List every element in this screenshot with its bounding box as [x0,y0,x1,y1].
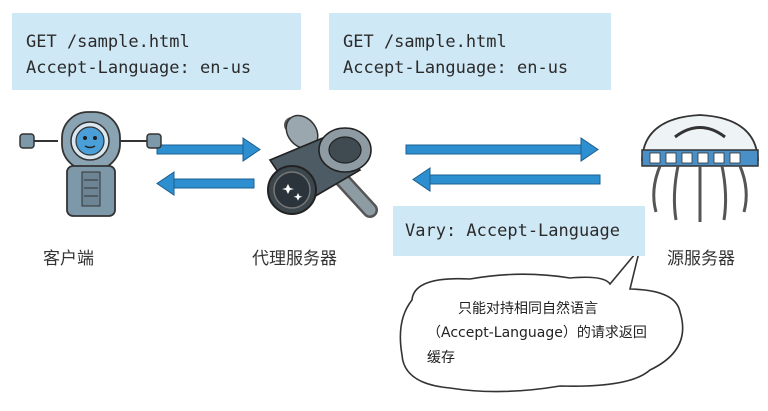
arrow-proxy-to-origin [405,137,599,162]
bubble-text-line-3: 缓存 [427,350,455,366]
vary-response-box: Vary: Accept-Language [393,206,645,256]
client-label: 客户端 [43,249,94,269]
proxy-request-header: Accept-Language: en-us [343,58,569,78]
origin-label: 源服务器 [667,249,735,269]
arrow-origin-to-proxy [412,167,601,192]
vary-header: Vary: Accept-Language [405,221,620,241]
client-request-line: GET /sample.html [26,32,190,52]
proxy-label: 代理服务器 [252,249,337,269]
arrow-proxy-to-client [156,171,255,196]
arrow-client-to-proxy [156,137,261,162]
proxy-request-box: GET /sample.html Accept-Language: en-us [329,13,611,90]
proxy-request-line: GET /sample.html [343,32,507,52]
client-request-header: Accept-Language: en-us [26,58,252,78]
speech-bubble [399,247,684,393]
bubble-text-line-1: 只能对持相同自然语言 [458,301,598,317]
origin-server-jellyfish-icon [641,114,759,222]
client-robot-icon [19,111,162,217]
bubble-text-line-2: （Accept-Language）的请求返回 [427,325,647,341]
client-request-box: GET /sample.html Accept-Language: en-us [12,13,301,90]
proxy-server-icon [267,114,378,218]
